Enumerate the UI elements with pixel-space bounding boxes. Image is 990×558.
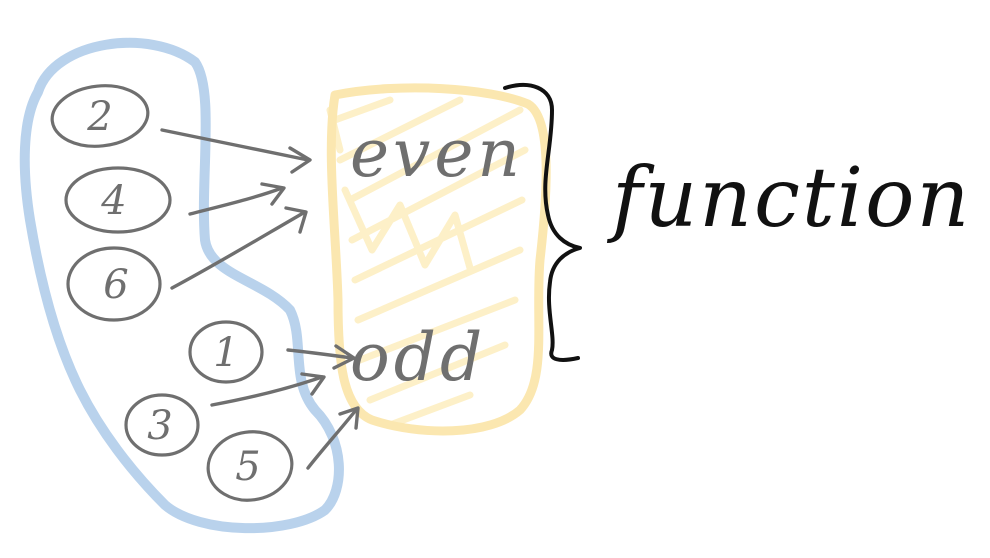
domain-set: [19, 37, 344, 534]
codomain-elements: even odd: [350, 115, 524, 396]
element-label: 4: [100, 178, 126, 224]
arrow-6-to-even: [170, 206, 308, 290]
element-label: 2: [86, 94, 112, 140]
domain-element-2[interactable]: 2: [49, 81, 151, 151]
element-label: 6: [103, 262, 128, 308]
codomain-set: [326, 83, 551, 436]
domain-element-1[interactable]: 1: [188, 320, 264, 384]
element-label: 5: [235, 444, 260, 490]
element-ring: [66, 246, 162, 322]
arrow-2-to-even: [160, 128, 312, 174]
function-label: function: [606, 151, 971, 246]
element-ring: [188, 320, 264, 384]
arrow-1-to-odd: [286, 344, 356, 370]
element-label: 3: [147, 403, 172, 449]
function-annotation: function: [503, 83, 971, 362]
domain-element-3[interactable]: 3: [124, 393, 200, 457]
element-ring: [50, 84, 150, 148]
arrow-3-to-odd: [210, 372, 326, 407]
arrow-4-to-even: [188, 182, 286, 216]
domain-element-5[interactable]: 5: [204, 426, 297, 505]
arrow-5-to-odd: [306, 406, 360, 470]
domain-element-6[interactable]: 6: [66, 246, 162, 322]
element-ring: [64, 166, 172, 234]
domain-elements: 2 4 6 1 3 5: [49, 81, 297, 505]
codomain-outline: [326, 83, 551, 436]
domain-element-4[interactable]: 4: [64, 166, 172, 234]
element-ring: [124, 393, 200, 457]
codomain-element-odd[interactable]: odd: [350, 319, 486, 396]
domain-outline: [19, 37, 344, 534]
mapping-arrows: [160, 128, 360, 470]
right-brace: [503, 83, 582, 362]
codomain-element-even[interactable]: even: [350, 115, 524, 192]
element-label: 1: [213, 330, 238, 376]
element-ring: [206, 430, 294, 502]
